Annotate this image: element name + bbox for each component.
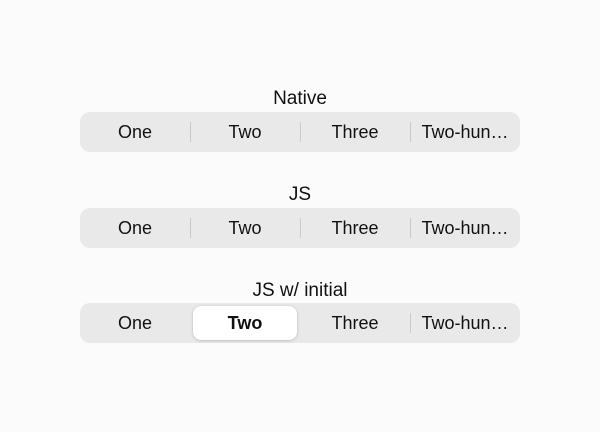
js-initial-segmented-control[interactable]: One Two Three Two-hun… [80, 303, 520, 343]
segment-two[interactable]: Two [190, 208, 300, 248]
segment-two-hundred[interactable]: Two-hun… [410, 303, 520, 343]
segment-label: Two [228, 121, 262, 142]
segment-label: Three [331, 312, 379, 333]
segment-label: Three [331, 121, 379, 142]
segment-one[interactable]: One [80, 208, 190, 248]
segment-label: Three [331, 217, 379, 238]
segment-label: Two [227, 312, 263, 333]
segment-label: Two-hun… [421, 217, 509, 238]
segment-three[interactable]: Three [300, 303, 410, 343]
segment-three[interactable]: Three [300, 112, 410, 152]
native-segmented-control[interactable]: One Two Three Two-hun… [80, 112, 520, 152]
js-segmented-control[interactable]: One Two Three Two-hun… [80, 208, 520, 248]
segment-label: One [117, 217, 153, 238]
segment-three[interactable]: Three [300, 208, 410, 248]
segment-one[interactable]: One [80, 112, 190, 152]
segment-label: Two [228, 217, 262, 238]
segment-label: Two-hun… [421, 312, 509, 333]
group-title-native: Native [273, 88, 327, 109]
segment-two-hundred[interactable]: Two-hun… [410, 112, 520, 152]
group-title-js-initial: JS w/ initial [252, 280, 348, 301]
segment-two-hundred[interactable]: Two-hun… [410, 208, 520, 248]
segment-two[interactable]: Two [190, 112, 300, 152]
segment-two-selected[interactable]: Two [190, 303, 300, 343]
segment-label: One [117, 121, 153, 142]
segment-one[interactable]: One [80, 303, 190, 343]
segment-label: Two-hun… [421, 121, 509, 142]
group-title-js: JS [288, 184, 312, 205]
segment-label: One [117, 312, 153, 333]
